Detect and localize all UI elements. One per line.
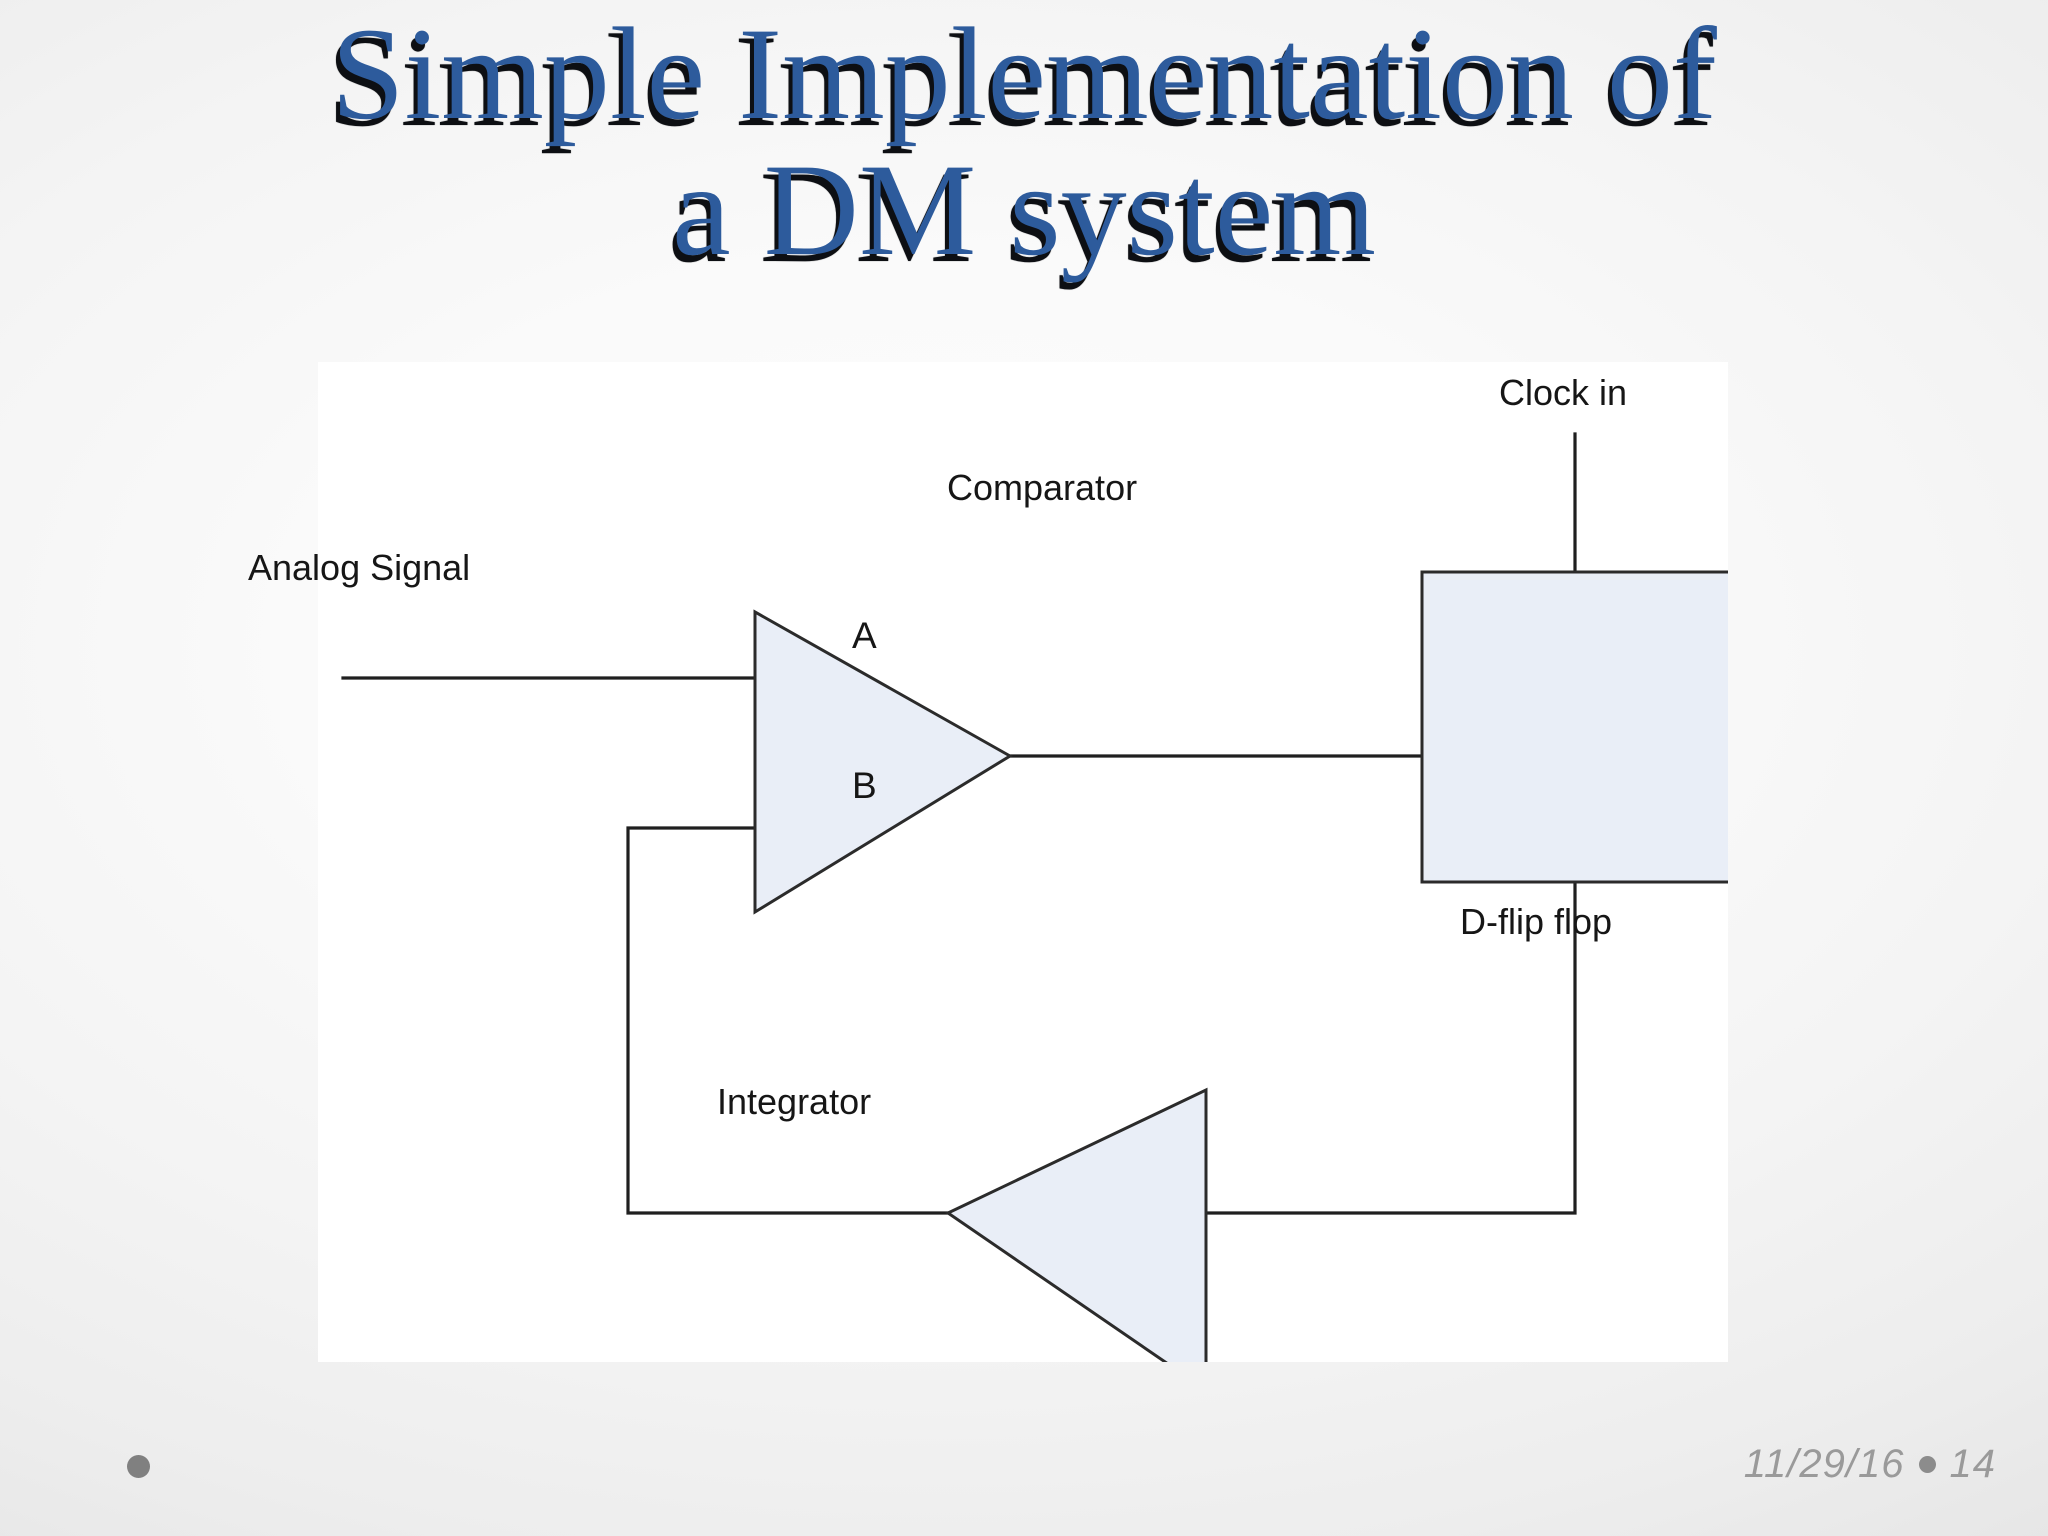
footer-date: 11/29/16: [1743, 1442, 1905, 1486]
integrator-label: Integrator: [717, 1081, 872, 1122]
footer-separator-dot-icon: [1918, 1456, 1936, 1473]
footer-meta: 11/29/16 14: [1744, 1442, 1996, 1487]
d-flip-flop-block: [1420, 570, 1728, 884]
diagram-panel: Clock in Comparator Analog Signal A B D-…: [248, 362, 1728, 1362]
analog-signal-label: Analog Signal: [248, 547, 471, 588]
comparator-input-a-label: A: [852, 615, 877, 656]
integrator-block: [945, 1087, 1208, 1362]
comparator-label: Comparator: [947, 467, 1138, 508]
wire-integrator-to-comparator-b: [626, 826, 950, 1215]
d-flip-flop-label: D-flip flop: [1460, 901, 1613, 942]
wire-dff-to-integrator: [1204, 880, 1577, 1215]
comparator-block: [753, 609, 1013, 915]
footer-bullet-icon: [127, 1455, 150, 1478]
block-diagram-svg: [341, 432, 1728, 1362]
clock-in-label: Clock in: [1499, 372, 1628, 413]
comparator-input-b-label: B: [852, 765, 877, 806]
slide-title: Simple Implementation of a DM system: [331, 0, 1717, 283]
footer-page-number: 14: [1949, 1442, 1996, 1486]
